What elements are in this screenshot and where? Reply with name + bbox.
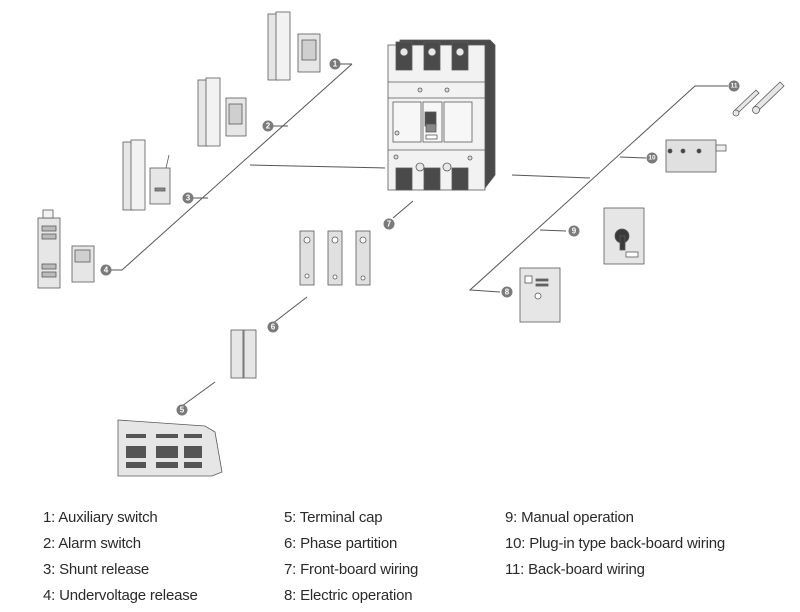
legend-item-terminal-cap: 5: Terminal cap <box>284 509 383 526</box>
legend-column-2: 5: Terminal cap 6: Phase partition 7: Fr… <box>284 505 418 609</box>
legend-item-front-board-wiring: 7: Front-board wiring <box>284 561 419 578</box>
callout-4: 4 <box>100 264 112 276</box>
part-front-board-wiring <box>299 230 371 286</box>
leader-line-main-left <box>249 164 386 169</box>
part-plug-in-back-board-wiring <box>665 139 727 173</box>
callout-11: 11 <box>728 80 740 92</box>
leader-line-9 <box>539 229 567 232</box>
svg-text:6: 6 <box>271 323 276 332</box>
callout-9: 9 <box>568 225 580 237</box>
callout-8: 8 <box>501 286 513 298</box>
legend-item-auxiliary-switch: 1: Auxiliary switch <box>43 509 158 526</box>
part-manual-operation <box>603 207 645 265</box>
legend-item-manual-operation: 9: Manual operation <box>505 509 634 526</box>
svg-text:1: 1 <box>333 60 338 69</box>
callout-6: 6 <box>267 321 279 333</box>
part-terminal-cap <box>117 419 223 477</box>
legend-item-undervoltage-release: 4: Undervoltage release <box>43 587 198 604</box>
part-auxiliary-switch <box>267 11 321 81</box>
legend-item-back-board-wiring: 11: Back-board wiring <box>505 561 645 578</box>
svg-text:9: 9 <box>572 227 577 236</box>
part-back-board-wiring <box>732 81 785 117</box>
svg-text:3: 3 <box>186 194 191 203</box>
legend-item-electric-operation: 8: Electric operation <box>284 587 413 604</box>
callout-7: 7 <box>383 218 395 230</box>
leader-line-7 <box>392 200 414 219</box>
part-shunt-release <box>122 139 171 211</box>
legend: 1: Auxiliary switch 2: Alarm switch 3: S… <box>0 505 800 610</box>
part-alarm-switch <box>197 77 247 147</box>
callout-1: 1 <box>329 58 341 70</box>
leader-line-10 <box>619 156 647 159</box>
callouts: 1 2 3 4 5 6 7 8 9 10 11 <box>100 58 740 416</box>
svg-text:10: 10 <box>648 155 656 162</box>
legend-item-phase-partition: 6: Phase partition <box>284 535 398 552</box>
legend-item-plug-in-back-board-wiring: 10: Plug-in type back-board wiring <box>505 535 725 552</box>
callout-2: 2 <box>262 120 274 132</box>
svg-text:2: 2 <box>266 122 271 131</box>
part-undervoltage-release <box>37 209 95 289</box>
svg-text:11: 11 <box>731 83 738 90</box>
legend-column-3: 9: Manual operation 10: Plug-in type bac… <box>505 505 725 583</box>
exploded-diagram: 1 2 3 4 5 6 7 8 9 10 11 <box>37 11 785 477</box>
legend-item-alarm-switch: 2: Alarm switch <box>43 535 141 552</box>
svg-text:5: 5 <box>180 406 185 415</box>
svg-text:7: 7 <box>387 220 392 229</box>
callout-10: 10 <box>646 152 658 164</box>
circuit-breaker-body <box>387 39 496 191</box>
leader-line-11-8 <box>468 85 728 293</box>
part-phase-partition <box>230 329 257 379</box>
legend-column-1: 1: Auxiliary switch 2: Alarm switch 3: S… <box>43 505 198 609</box>
leader-line-5 <box>181 381 216 407</box>
legend-item-shunt-release: 3: Shunt release <box>43 561 150 578</box>
svg-text:4: 4 <box>104 266 109 275</box>
callout-5: 5 <box>176 404 188 416</box>
svg-text:8: 8 <box>505 288 510 297</box>
part-electric-operation <box>519 267 561 323</box>
leader-line-main-right <box>511 174 591 179</box>
callout-3: 3 <box>182 192 194 204</box>
